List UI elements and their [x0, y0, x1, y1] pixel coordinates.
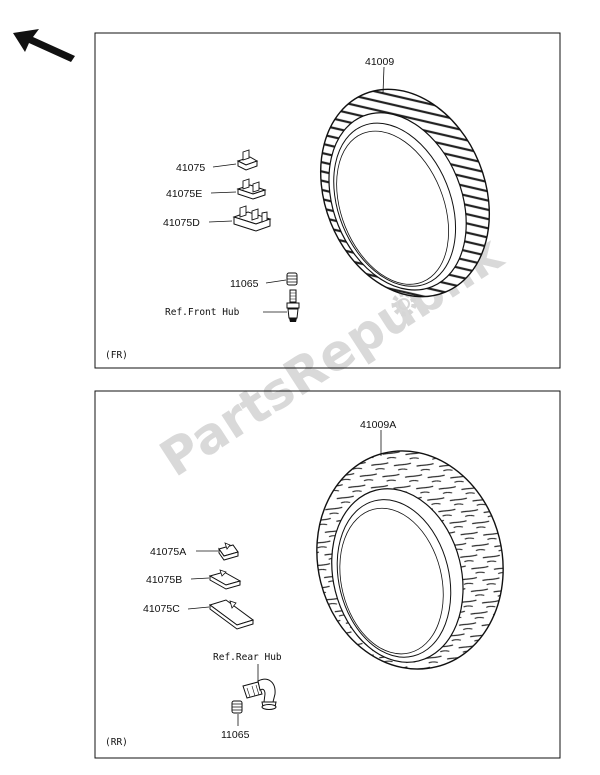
- leader-41075b: [190, 577, 210, 580]
- front-valve-cap[interactable]: [286, 272, 298, 286]
- leader-41075c: [187, 606, 210, 610]
- rear-tire[interactable]: [294, 431, 526, 689]
- rear-corner-label: (RR): [105, 737, 128, 748]
- front-valve-stem[interactable]: [286, 289, 300, 322]
- rear-weight-41075a[interactable]: [218, 542, 239, 561]
- front-corner-label: (FR): [105, 350, 128, 361]
- label-11065-front: 11065: [230, 278, 259, 290]
- front-weight-41075d[interactable]: [232, 205, 272, 232]
- front-panel-frame: [94, 32, 561, 369]
- label-41075e: 41075E: [166, 188, 202, 200]
- label-41075c: 41075C: [143, 603, 180, 615]
- rear-valve-cap[interactable]: [231, 700, 243, 714]
- ref-rear-hub-label: Ref.Rear Hub: [213, 652, 282, 663]
- leader-41075d: [208, 220, 233, 223]
- label-41075: 41075: [176, 162, 205, 174]
- front-weight-41075[interactable]: [236, 149, 259, 171]
- rear-tire-part-label: 41009A: [360, 419, 396, 431]
- rear-weight-41075c[interactable]: [208, 599, 255, 630]
- front-tire-leader: [382, 66, 385, 94]
- leader-41075: [212, 163, 237, 168]
- label-41075a: 41075A: [150, 546, 186, 558]
- label-41075b: 41075B: [146, 574, 182, 586]
- rear-weight-41075b[interactable]: [208, 569, 242, 590]
- watermark-gear-icon: [391, 291, 417, 317]
- rear-valve-stem[interactable]: [242, 678, 277, 710]
- rear-panel-frame: [94, 390, 561, 759]
- label-41075d: 41075D: [163, 217, 200, 229]
- label-11065-rear: 11065: [221, 729, 250, 741]
- front-weight-41075e[interactable]: [236, 178, 267, 200]
- leader-41075e: [210, 191, 237, 194]
- leader-11065-front: [265, 279, 287, 284]
- direction-arrow-icon: [13, 29, 75, 62]
- front-tire[interactable]: [291, 64, 520, 322]
- front-tire-part-label: 41009: [365, 56, 394, 68]
- ref-front-hub-label: Ref.Front Hub: [165, 307, 240, 318]
